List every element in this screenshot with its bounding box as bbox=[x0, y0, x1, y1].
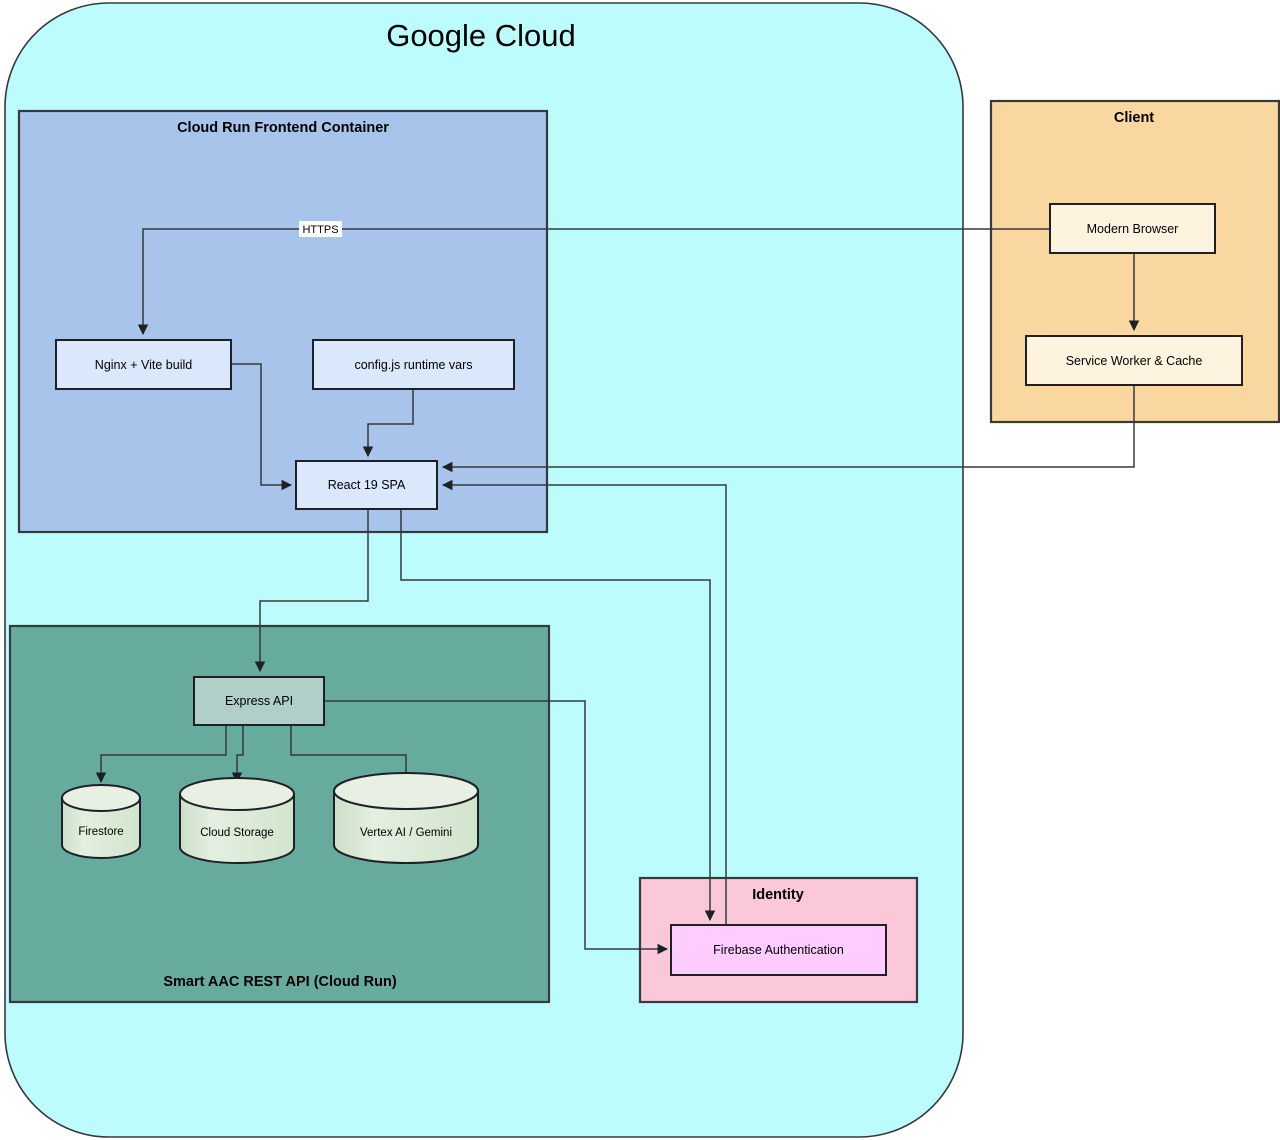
edge-express-to-firestore bbox=[95, 726, 227, 784]
edge-express-to-vertex-ai bbox=[290, 726, 412, 784]
https-label-text: HTTPS bbox=[302, 224, 338, 236]
node-modern-browser[interactable]: Modern Browser bbox=[1049, 203, 1216, 254]
node-modern-browser-label: Modern Browser bbox=[1087, 222, 1179, 236]
node-react-19-spa-label: React 19 SPA bbox=[328, 478, 406, 492]
edge-spa-to-express bbox=[254, 509, 369, 673]
node-firebase-authentication-label: Firebase Authentication bbox=[713, 943, 844, 957]
node-config-js-runtime-vars-label: config.js runtime vars bbox=[354, 358, 472, 372]
edge-express-to-cloud-storage bbox=[231, 726, 244, 784]
node-config-js-runtime-vars[interactable]: config.js runtime vars bbox=[312, 339, 515, 390]
node-express-api[interactable]: Express API bbox=[193, 676, 325, 726]
identity-container-title: Identity bbox=[752, 887, 804, 903]
edge-firebase-auth-to-spa bbox=[441, 479, 727, 930]
edge-browser-to-nginx bbox=[137, 228, 1050, 336]
edge-label-https: HTTPS bbox=[299, 221, 342, 237]
client-container-title: Client bbox=[1114, 110, 1154, 126]
edge-config-to-spa bbox=[362, 388, 414, 458]
node-firestore-label: Firestore bbox=[78, 826, 123, 838]
edge-layer bbox=[95, 228, 1140, 955]
edge-spa-to-firebase-auth bbox=[400, 509, 716, 922]
backend-container-title: Smart AAC REST API (Cloud Run) bbox=[163, 974, 397, 990]
container-cloud-run-frontend: Cloud Run Frontend Container bbox=[17, 109, 549, 534]
node-vertex-ai-gemini[interactable]: Vertex AI / Gemini bbox=[333, 772, 479, 864]
node-cloud-storage[interactable]: Cloud Storage bbox=[179, 777, 295, 864]
node-vertex-ai-gemini-label: Vertex AI / Gemini bbox=[360, 827, 452, 839]
google-cloud-title: Google Cloud bbox=[386, 18, 576, 53]
node-firebase-authentication[interactable]: Firebase Authentication bbox=[670, 924, 887, 976]
node-service-worker-cache[interactable]: Service Worker & Cache bbox=[1025, 335, 1243, 386]
node-cloud-storage-label: Cloud Storage bbox=[200, 827, 274, 839]
node-service-worker-cache-label: Service Worker & Cache bbox=[1066, 354, 1203, 368]
node-react-19-spa[interactable]: React 19 SPA bbox=[295, 460, 438, 510]
edge-service-worker-to-spa bbox=[441, 386, 1135, 473]
edge-nginx-to-spa bbox=[231, 363, 293, 491]
node-nginx-vite-build-label: Nginx + Vite build bbox=[95, 358, 192, 372]
frontend-container-title: Cloud Run Frontend Container bbox=[177, 120, 389, 136]
node-firestore[interactable]: Firestore bbox=[61, 784, 141, 859]
node-nginx-vite-build[interactable]: Nginx + Vite build bbox=[55, 339, 232, 390]
edge-express-to-firebase-auth bbox=[324, 700, 669, 955]
node-express-api-label: Express API bbox=[225, 694, 293, 708]
